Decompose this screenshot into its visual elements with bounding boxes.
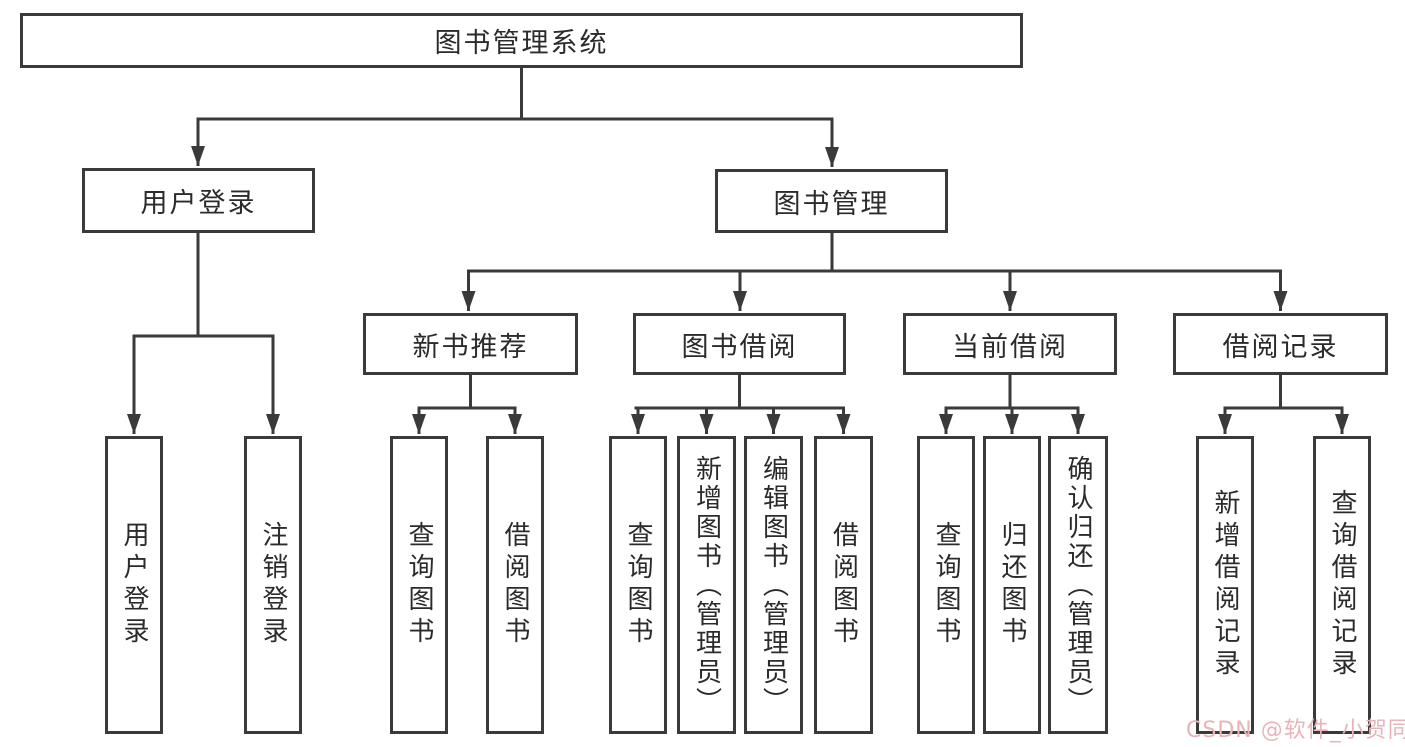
node-book-management: 图书管理 (715, 169, 948, 233)
node-library-system-root: 图书管理系统 (20, 13, 1023, 68)
node-label: 编辑图书（管理员） (758, 454, 789, 716)
node-borrowing-records: 借阅记录 (1173, 313, 1388, 375)
leaf-query-books-borrowing: 查询图书 (609, 436, 667, 734)
node-label: 图书管理 (773, 188, 890, 220)
leaf-query-books-recommend: 查询图书 (390, 436, 448, 734)
node-label: 借阅图书 (828, 521, 859, 649)
node-label: 注销登录 (258, 521, 288, 649)
leaf-add-borrow-record: 新增借阅记录 (1196, 436, 1254, 734)
node-label: 借阅图书 (500, 521, 530, 649)
leaf-return-books: 归还图书 (983, 436, 1041, 734)
node-label: 查询图书 (404, 521, 434, 649)
node-label: 查询借阅记录 (1327, 489, 1357, 681)
leaf-query-borrow-record: 查询借阅记录 (1313, 436, 1371, 734)
node-label: 图书管理系统 (434, 28, 609, 59)
node-label: 当前借阅 (952, 331, 1068, 363)
csdn-watermark: CSDN @软件_小贺同学 (1186, 718, 1405, 743)
node-label: 借阅记录 (1222, 331, 1339, 363)
node-current-borrowing: 当前借阅 (903, 313, 1117, 375)
leaf-confirm-return-admin: 确认归还（管理员） (1048, 436, 1108, 734)
node-label: 查询图书 (623, 521, 653, 649)
node-label: 查询图书 (931, 521, 961, 649)
node-book-borrowing: 图书借阅 (633, 313, 846, 375)
node-label: 新增借阅记录 (1210, 489, 1240, 681)
leaf-logout-login: 注销登录 (244, 436, 302, 734)
node-user-login: 用户登录 (82, 168, 315, 233)
leaf-user-login: 用户登录 (105, 436, 163, 734)
node-label: 用户登录 (119, 521, 149, 649)
node-label: 确认归还（管理员） (1063, 454, 1093, 716)
leaf-query-books-current: 查询图书 (917, 436, 975, 734)
node-label: 新增图书（管理员） (691, 454, 722, 716)
leaf-borrow-books-recommend: 借阅图书 (486, 436, 544, 734)
leaf-add-books-admin: 新增图书（管理员） (677, 436, 736, 734)
node-label: 新书推荐 (412, 331, 529, 363)
node-label: 用户登录 (140, 188, 257, 219)
node-label: 归还图书 (997, 521, 1027, 649)
leaf-borrow-books-borrowing: 借阅图书 (814, 436, 873, 734)
node-label: 图书借阅 (681, 331, 798, 363)
node-new-book-recommend: 新书推荐 (363, 313, 578, 375)
leaf-edit-books-admin: 编辑图书（管理员） (744, 436, 803, 734)
